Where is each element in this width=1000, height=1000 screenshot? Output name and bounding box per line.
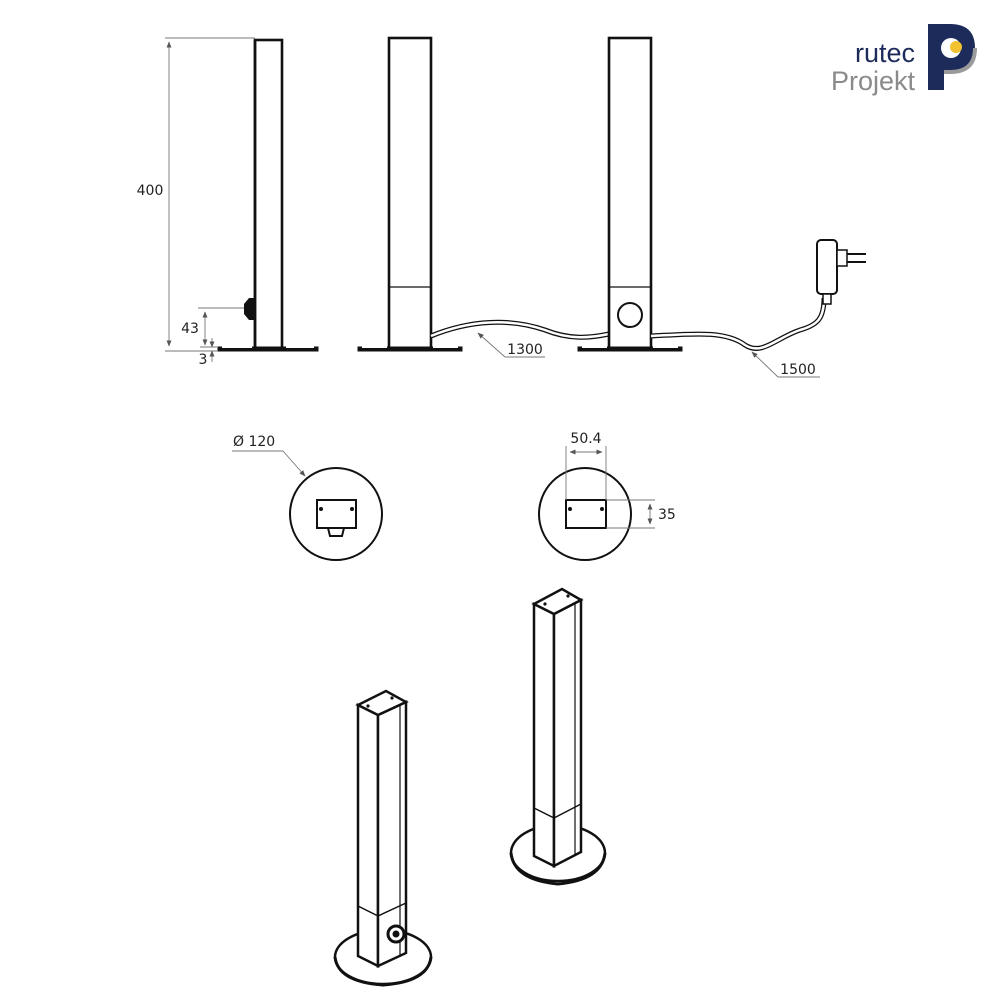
dim-cable-2-label: 1500 (780, 362, 816, 378)
isometric-view-1 (333, 689, 433, 987)
bollard-right-face (552, 597, 583, 869)
bollard-body (253, 38, 284, 350)
bollard-top (355, 689, 409, 717)
bollard-left-face (532, 601, 556, 869)
module-outline (565, 499, 607, 529)
brand-name-line2: Projekt (831, 66, 916, 96)
bollard-body (387, 36, 433, 350)
motion-sensor-icon (617, 302, 643, 328)
base-plate (577, 346, 683, 352)
power-adapter-icon (816, 239, 866, 305)
top-view-1: Ø 120 (232, 434, 383, 561)
brand-name-line1: rutec (855, 38, 915, 68)
base-plate (357, 346, 463, 352)
side-view: 400 43 3 (137, 37, 319, 368)
base-plate (217, 346, 319, 352)
isometric-view-2 (509, 587, 607, 886)
bollard-body (607, 36, 653, 350)
front-view-2: 1500 (577, 36, 866, 378)
front-view-1: 1300 (357, 36, 610, 358)
dim-sensor-height-label: 43 (181, 321, 199, 337)
motion-sensor-icon (244, 298, 255, 320)
top-view-2: 50.4 35 (538, 431, 676, 561)
dim-height-label: 400 (137, 183, 164, 199)
module-outline (316, 499, 357, 529)
bollard-left-face (356, 702, 380, 969)
dim-base-diameter-label: Ø 120 (233, 434, 275, 450)
brand-logo: rutec Projekt (831, 24, 977, 96)
dim-base-thickness-label: 3 (199, 352, 208, 368)
dim-cable-1-label: 1300 (507, 342, 543, 358)
dim-module-depth-label: 35 (658, 507, 676, 523)
motion-sensor-icon (326, 527, 346, 537)
dim-module-width-label: 50.4 (570, 431, 601, 447)
brand-p-mark-icon (928, 24, 977, 90)
